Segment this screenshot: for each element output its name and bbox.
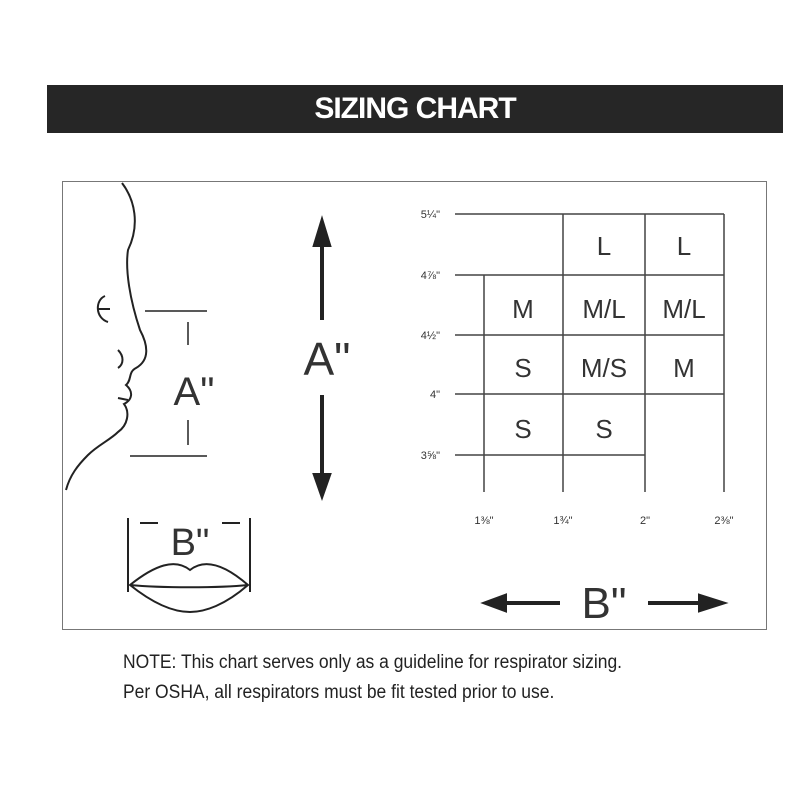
bottom-b-label: B" [582, 579, 627, 628]
size-cell-label: S [595, 414, 612, 444]
x-tick-label: 2⅜" [714, 515, 733, 527]
size-grid [455, 213, 725, 492]
x-tick-label: 1⅜" [474, 515, 493, 527]
size-cell-label: M/L [662, 294, 705, 324]
lips-b-label: B" [171, 522, 210, 564]
size-cell-label: L [677, 231, 691, 261]
y-tick-label: 5¼" [421, 209, 440, 221]
vertical-arrow-icon [312, 215, 332, 502]
note-line-1: NOTE: This chart serves only as a guidel… [123, 652, 623, 673]
note-line-2: Per OSHA, all respirators must be fit te… [123, 682, 555, 703]
size-cell-label: M/S [581, 353, 627, 383]
size-cell-label: M [512, 294, 534, 324]
x-tick-label: 2" [640, 515, 650, 527]
size-cell-label: S [514, 353, 531, 383]
size-cell-label: S [514, 414, 531, 444]
horizontal-arrow-icon [480, 593, 729, 613]
title-bar: SIZING CHART [47, 85, 783, 133]
face-profile-icon [65, 182, 148, 491]
x-tick-label: 1¾" [553, 515, 572, 527]
title: SIZING CHART [314, 92, 516, 125]
size-cell-label: M [673, 353, 695, 383]
lips-icon [127, 518, 251, 614]
y-tick-label: 4" [430, 389, 440, 401]
y-tick-label: 4½" [421, 330, 440, 342]
y-tick-label: 4⅞" [421, 270, 440, 282]
size-cell-label: L [597, 231, 611, 261]
chart-frame [62, 181, 767, 630]
arrow-a-label: A" [303, 333, 350, 385]
y-tick-label: 3⅝" [421, 450, 440, 462]
face-a-label: A" [174, 370, 215, 414]
size-cell-label: M/L [582, 294, 625, 324]
